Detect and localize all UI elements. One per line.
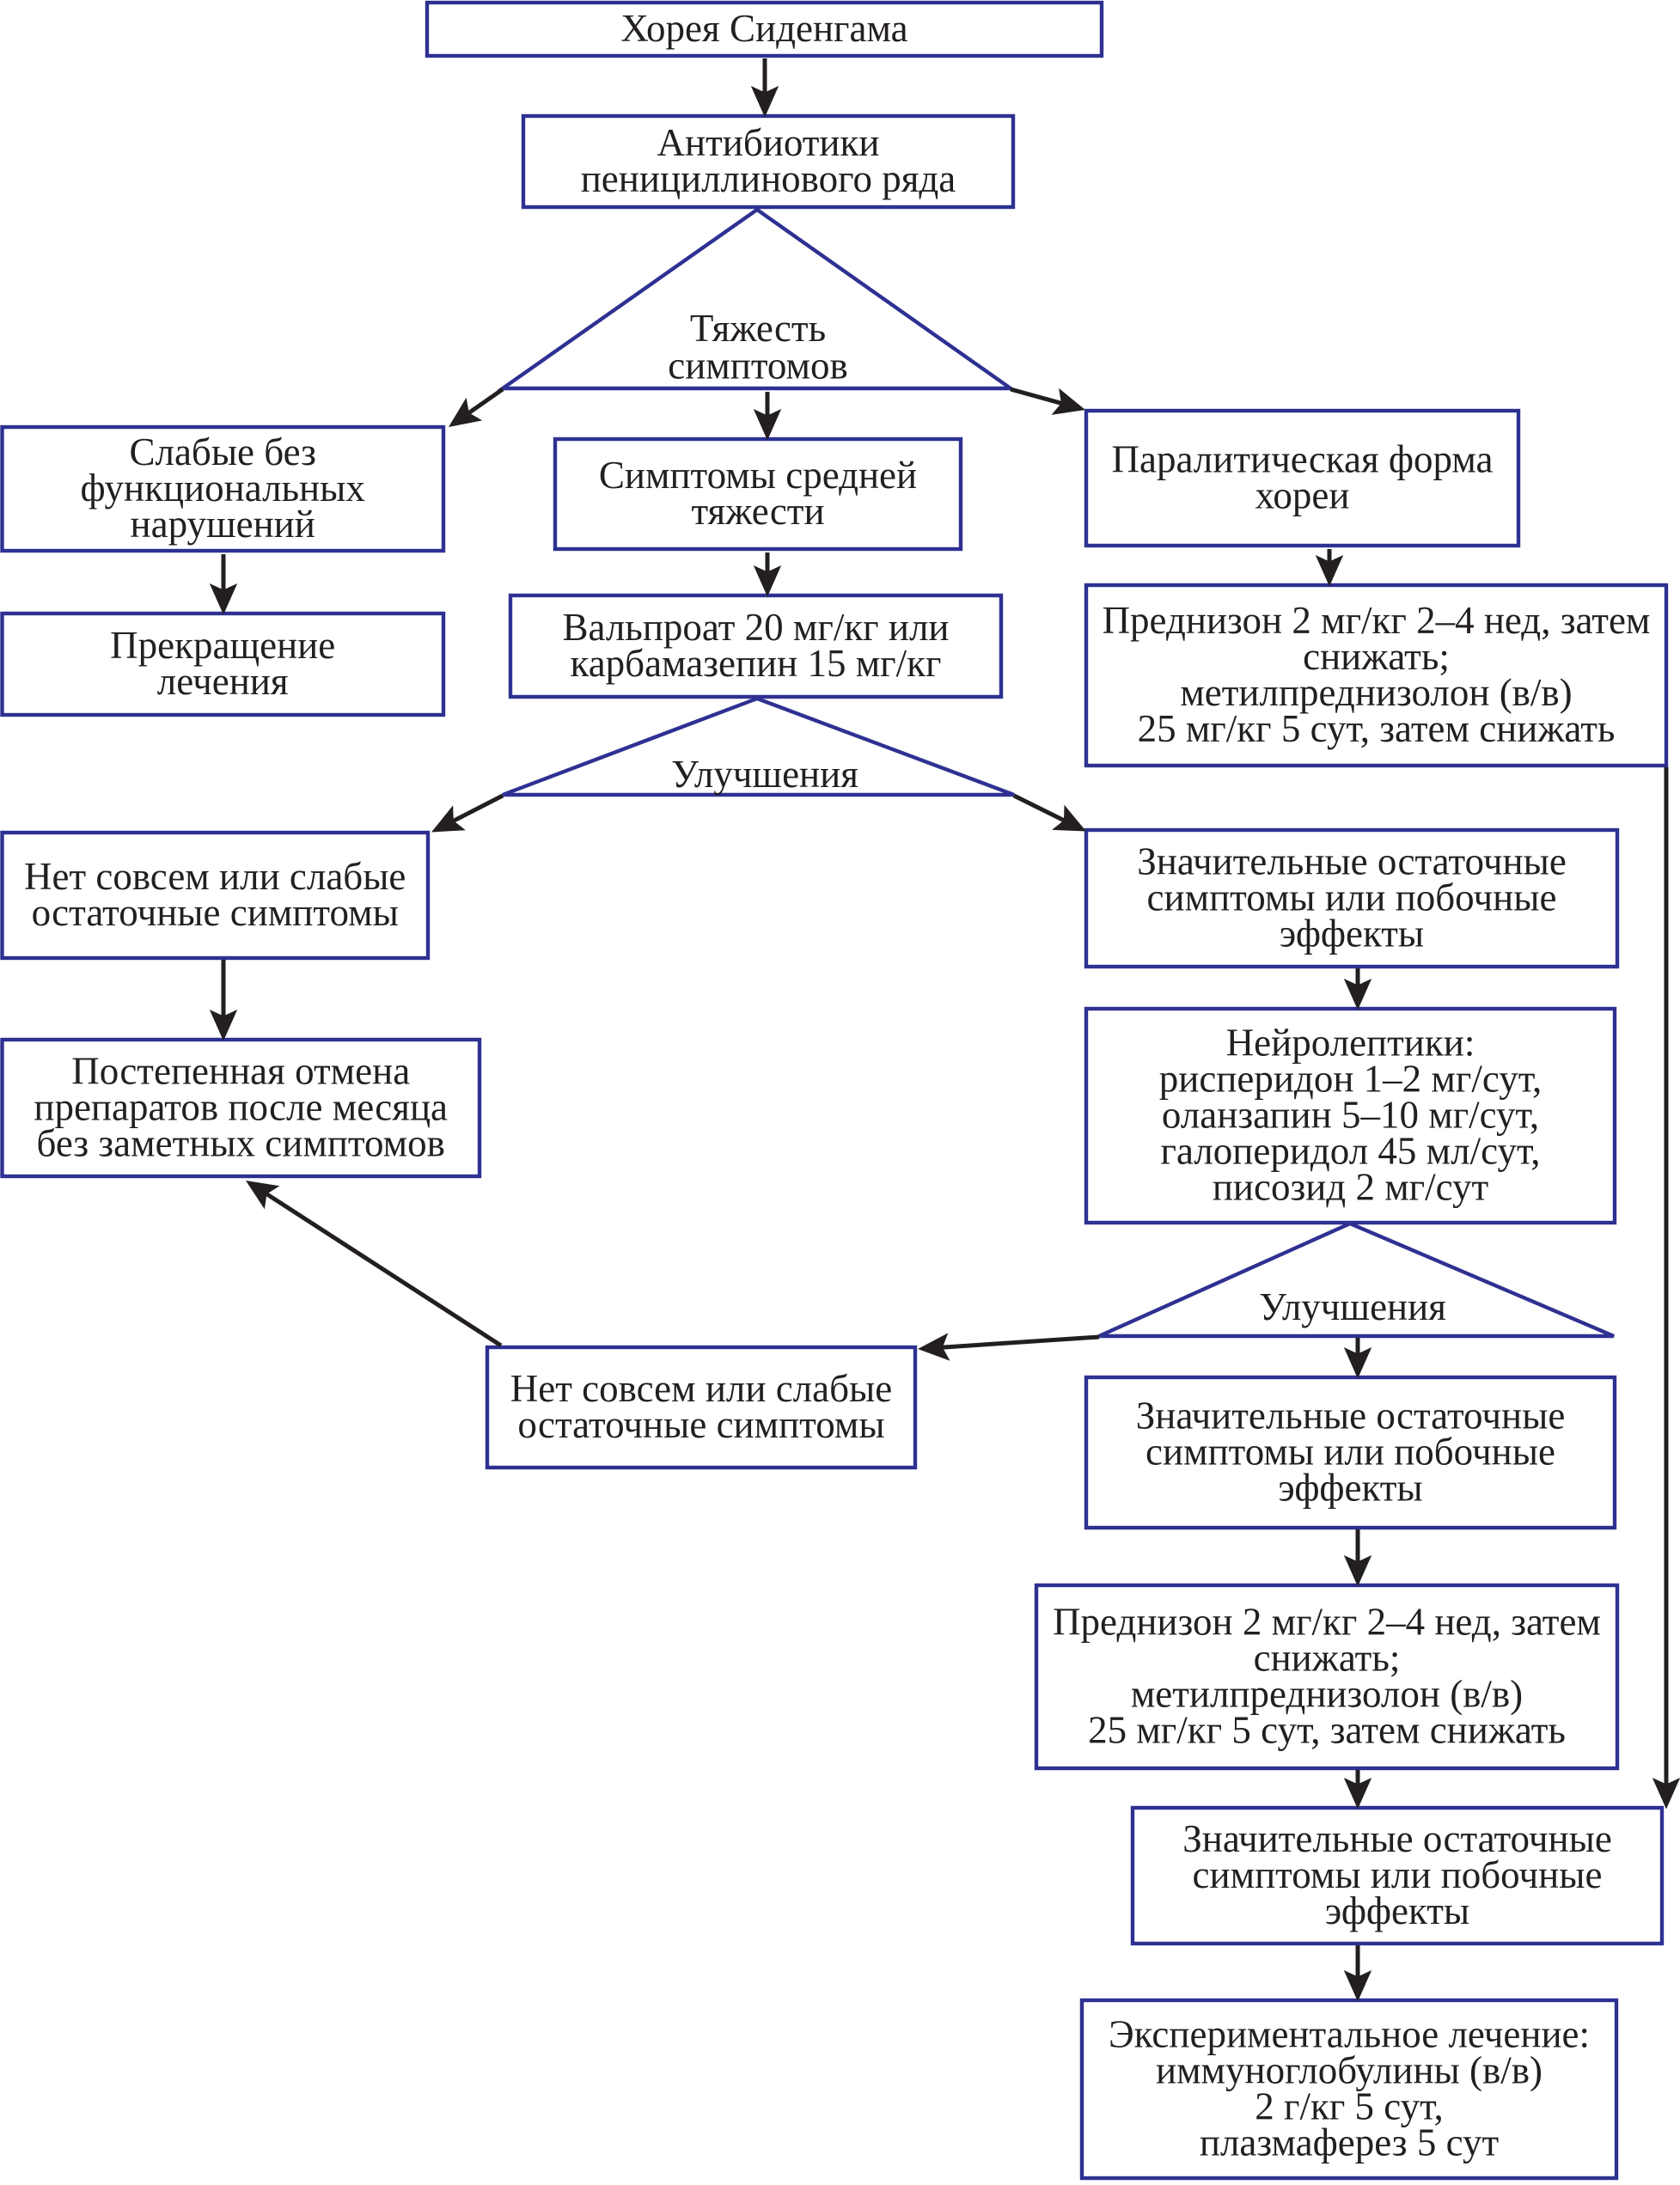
svg-text:Нет совсем или слабые: Нет совсем или слабые [24, 855, 406, 898]
svg-text:эффекты: эффекты [1278, 1466, 1422, 1509]
svg-text:пенициллинового ряда: пенициллинового ряда [581, 157, 956, 200]
svg-text:снижать;: снижать; [1254, 1636, 1401, 1679]
svg-text:рисперидон 1–2 мг/сут,: рисперидон 1–2 мг/сут, [1159, 1057, 1543, 1100]
svg-text:нарушений: нарушений [131, 503, 315, 546]
svg-text:Значительные остаточные: Значительные остаточные [1137, 839, 1567, 882]
svg-text:Тяжесть: Тяжесть [690, 307, 826, 350]
svg-text:эффекты: эффекты [1325, 1889, 1469, 1932]
svg-text:Преднизон 2 мг/кг 2–4 нед, зат: Преднизон 2 мг/кг 2–4 нед, затем [1103, 599, 1651, 642]
svg-text:Улучшения: Улучшения [1259, 1285, 1446, 1328]
svg-text:Значительные остаточные: Значительные остаточные [1136, 1394, 1566, 1437]
svg-text:остаточные симптомы: остаточные симптомы [32, 891, 399, 934]
svg-text:снижать;: снижать; [1303, 635, 1450, 678]
svg-text:Вальпроат 20 мг/кг или: Вальпроат 20 мг/кг или [562, 606, 949, 649]
svg-text:25 мг/кг 5 сут, затем снижать: 25 мг/кг 5 сут, затем снижать [1138, 707, 1616, 750]
svg-text:оланзапин 5–10 мг/сут,: оланзапин 5–10 мг/сут, [1162, 1093, 1539, 1136]
svg-text:препаратов после месяца: препаратов после месяца [34, 1085, 448, 1128]
svg-text:Нет совсем или слабые: Нет совсем или слабые [510, 1367, 892, 1410]
svg-text:симптомов: симптомов [668, 345, 848, 388]
svg-text:писозид 2 мг/сут: писозид 2 мг/сут [1213, 1165, 1488, 1208]
svg-text:галоперидол 45 мл/сут,: галоперидол 45 мл/сут, [1160, 1129, 1540, 1172]
svg-text:эффекты: эффекты [1280, 912, 1424, 955]
svg-text:симптомы или побочные: симптомы или побочные [1145, 1430, 1555, 1473]
svg-text:симптомы или побочные: симптомы или побочные [1193, 1853, 1603, 1896]
svg-text:лечения: лечения [157, 660, 289, 703]
svg-text:симптомы или побочные: симптомы или побочные [1147, 876, 1557, 919]
svg-text:Антибиотики: Антибиотики [657, 121, 880, 164]
svg-text:тяжести: тяжести [691, 490, 824, 533]
svg-text:Постепенная отмена: Постепенная отмена [71, 1049, 410, 1092]
svg-text:Хорея Сиденгама: Хорея Сиденгама [620, 7, 907, 50]
svg-text:карбамазепин 15 мг/кг: карбамазепин 15 мг/кг [571, 642, 942, 685]
svg-text:остаточные симптомы: остаточные симптомы [517, 1403, 884, 1446]
svg-text:Экспериментальное лечение:: Экспериментальное лечение: [1109, 2012, 1590, 2055]
svg-text:метилпреднизолон (в/в): метилпреднизолон (в/в) [1131, 1672, 1523, 1715]
svg-text:Симптомы средней: Симптомы средней [599, 454, 917, 497]
svg-text:функциональных: функциональных [80, 467, 364, 510]
svg-text:Улучшения: Улучшения [671, 753, 858, 796]
svg-text:Прекращение: Прекращение [110, 624, 335, 667]
svg-text:2 г/кг 5 сут,: 2 г/кг 5 сут, [1255, 2084, 1443, 2127]
svg-text:без заметных симптомов: без заметных симптомов [37, 1121, 445, 1164]
svg-text:25 мг/кг 5 сут, затем снижать: 25 мг/кг 5 сут, затем снижать [1088, 1708, 1566, 1751]
svg-text:Слабые без: Слабые без [129, 430, 315, 473]
svg-text:Нейролептики:: Нейролептики: [1226, 1021, 1475, 1064]
svg-text:хореи: хореи [1255, 473, 1350, 516]
svg-text:плазмаферез 5 сут: плазмаферез 5 сут [1200, 2121, 1499, 2164]
svg-text:Паралитическая форма: Паралитическая форма [1111, 437, 1493, 480]
svg-text:метилпреднизолон (в/в): метилпреднизолон (в/в) [1180, 671, 1572, 714]
svg-text:Значительные остаточные: Значительные остаточные [1182, 1817, 1612, 1860]
svg-text:иммуноглобулины (в/в): иммуноглобулины (в/в) [1156, 2048, 1543, 2091]
svg-text:Преднизон 2 мг/кг 2–4 нед, зат: Преднизон 2 мг/кг 2–4 нед, затем [1053, 1600, 1601, 1643]
